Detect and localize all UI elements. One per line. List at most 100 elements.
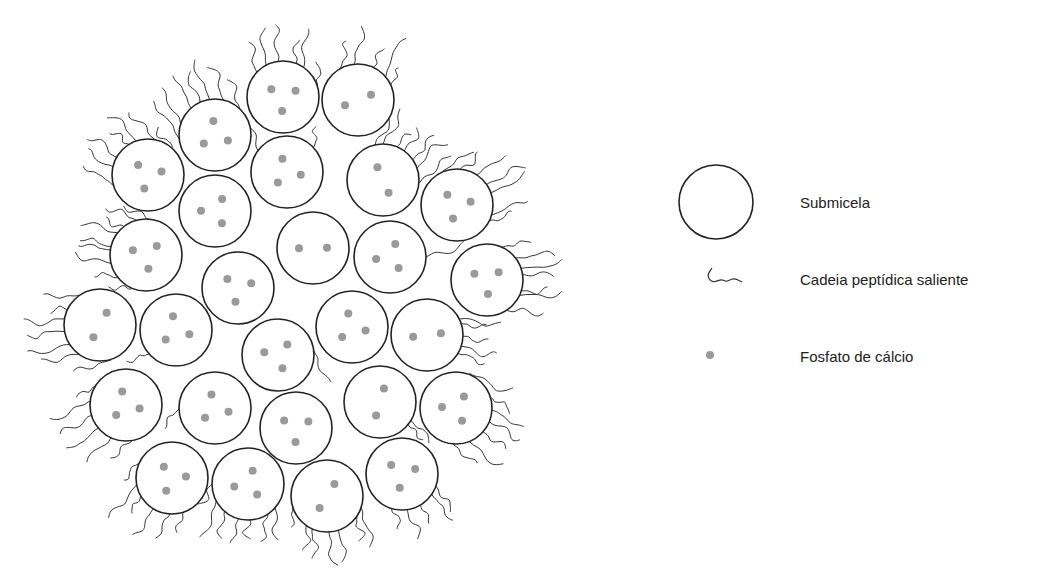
calcium-phosphate-dot	[200, 139, 208, 147]
peptide-chain	[87, 139, 119, 159]
calcium-phosphate-dot	[267, 85, 275, 93]
peptide-chain	[81, 223, 122, 233]
peptide-chain	[512, 251, 555, 258]
calcium-phosphate-dot	[278, 155, 286, 163]
calcium-phosphate-dot	[140, 185, 148, 193]
calcium-phosphate-dot	[458, 417, 466, 425]
peptide-chain	[155, 511, 171, 539]
peptide-chain	[75, 252, 114, 264]
calcium-phosphate-dot	[197, 207, 205, 215]
peptide-chain	[385, 38, 406, 80]
submicelle-circle	[421, 169, 493, 241]
calcium-phosphate-dot	[201, 414, 209, 422]
peptide-chain	[449, 442, 478, 463]
submicelle-circle	[420, 372, 492, 444]
calcium-phosphate-dot	[460, 392, 468, 400]
submicelle-circle	[347, 144, 419, 216]
calcium-phosphate-dot	[338, 333, 346, 341]
peptide-chain	[188, 71, 201, 106]
peptide-chain	[80, 238, 115, 248]
calcium-phosphate-dot	[224, 137, 232, 145]
calcium-phosphate-dot	[136, 404, 144, 412]
peptide-chain	[489, 407, 524, 426]
peptide-chain	[498, 241, 531, 247]
peptide-chain	[73, 360, 111, 371]
calcium-phosphate-dot	[484, 290, 492, 298]
peptide-chain	[338, 526, 347, 562]
peptide-chain	[217, 508, 226, 539]
calcium-phosphate-dot	[169, 312, 177, 320]
calcium-phosphate-dot	[437, 329, 445, 337]
submicelle-circle	[344, 366, 416, 438]
submicelle-circle	[212, 448, 284, 520]
calcium-phosphate-dot	[323, 244, 331, 252]
submicelle-circle	[179, 99, 251, 171]
calcium-phosphate-dot	[129, 246, 137, 254]
peptide-chain	[480, 429, 506, 449]
peptide-chain	[356, 513, 365, 541]
peptide-chain	[24, 319, 69, 326]
calcium-phosphate-dot	[144, 265, 152, 273]
legend-label: Submicela	[800, 194, 870, 212]
peptide-chain	[422, 241, 464, 258]
peptide-chain	[173, 76, 192, 112]
calcium-phosphate-dot	[158, 167, 166, 175]
calcium-phosphate-dot	[387, 461, 395, 469]
calcium-phosphate-dot	[385, 189, 393, 197]
peptide-chain	[50, 400, 95, 419]
peptide-chain	[415, 145, 448, 171]
peptide-chain	[430, 490, 452, 520]
calcium-phosphate-dot	[292, 87, 300, 95]
peptide-chain	[472, 156, 505, 176]
calcium-phosphate-dot	[153, 242, 161, 250]
calcium-phosphate-dot	[304, 417, 312, 425]
submicelle-circle	[366, 438, 438, 510]
calcium-phosphate-dot	[292, 438, 300, 446]
peptide-chain	[516, 291, 562, 298]
peptide-chain	[489, 201, 528, 216]
submicelle-circle	[202, 252, 274, 324]
peptide-chain	[483, 166, 526, 186]
calcium-phosphate-dot	[112, 411, 120, 419]
peptide-chain	[405, 506, 421, 539]
calcium-phosphate-dot	[247, 279, 255, 287]
calcium-phosphate-dot	[395, 264, 403, 272]
calcium-phosphate-dot	[449, 214, 457, 222]
peptide-chain	[454, 353, 485, 365]
calcium-phosphate-dot	[295, 244, 303, 252]
calcium-phosphate-dot	[230, 483, 238, 491]
phosphate-sample	[706, 351, 714, 359]
calcium-phosphate-dot	[118, 388, 126, 396]
calcium-phosphate-dot	[380, 385, 388, 393]
calcium-phosphate-dot	[344, 310, 352, 318]
peptide-chain	[154, 101, 181, 141]
peptide-chain	[162, 88, 183, 127]
peptide-chain	[133, 506, 157, 535]
calcium-phosphate-dot	[372, 411, 380, 419]
calcium-phosphate-dot	[274, 179, 282, 187]
calcium-phosphate-dot	[438, 403, 446, 411]
calcium-phosphate-dot	[467, 198, 475, 206]
calcium-phosphate-dot	[396, 484, 404, 492]
submicelle-circle	[112, 139, 184, 211]
calcium-phosphate-dot	[253, 491, 261, 499]
peptide-chain	[66, 426, 101, 448]
calcium-phosphate-dot	[341, 101, 349, 109]
peptide-chain	[519, 272, 554, 277]
peptide-chain	[129, 112, 158, 142]
calcium-phosphate-dot	[260, 348, 268, 356]
calcium-phosphate-dot	[495, 268, 503, 276]
peptide-chain	[249, 42, 257, 77]
peptide-chain	[274, 25, 279, 66]
peptide-chain	[486, 419, 520, 441]
calcium-phosphate-dot	[372, 255, 380, 263]
calcium-phosphate-dot	[182, 473, 190, 481]
peptide-chain	[517, 259, 562, 270]
submicelle-circle	[260, 392, 332, 464]
peptide-chain	[107, 118, 139, 145]
peptide-chain	[353, 26, 365, 68]
peptide-chains	[24, 25, 562, 566]
submicelle-circle	[179, 372, 251, 444]
calcium-phosphate-dot	[373, 163, 381, 171]
